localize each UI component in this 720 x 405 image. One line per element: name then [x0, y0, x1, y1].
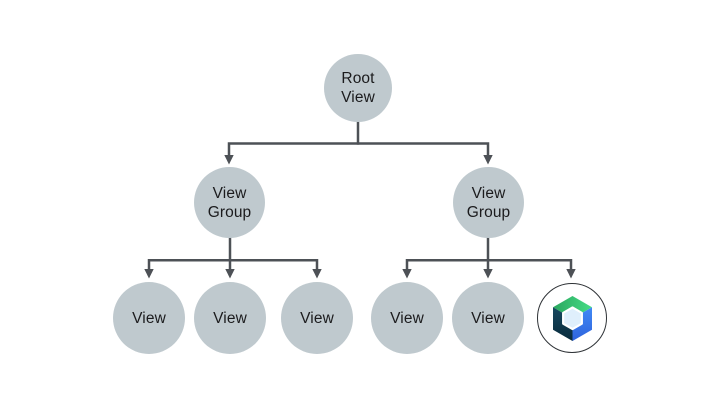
node-root-view: Root View [324, 54, 392, 122]
edge-branch-level2 [227, 142, 490, 156]
node-label: View [390, 309, 424, 327]
edge-branch-right [405, 259, 573, 270]
node-view-group-left: View Group [194, 167, 265, 238]
node-label: View [213, 309, 247, 327]
arrowhead [402, 269, 412, 279]
node-compose [537, 283, 607, 353]
arrowhead [224, 155, 234, 165]
node-label: View [132, 309, 166, 327]
arrowhead [144, 269, 154, 279]
node-label: View Group [466, 184, 511, 221]
node-label: View Group [207, 184, 252, 221]
node-view-right-1: View [371, 282, 443, 354]
node-view-group-right: View Group [453, 167, 524, 238]
arrowhead [483, 269, 493, 279]
node-view-left-3: View [281, 282, 353, 354]
node-view-left-1: View [113, 282, 185, 354]
jetpack-compose-icon [552, 295, 592, 341]
node-label: View [471, 309, 505, 327]
node-view-left-2: View [194, 282, 266, 354]
node-view-right-2: View [452, 282, 524, 354]
node-label: Root View [341, 70, 375, 106]
arrowhead [483, 155, 493, 165]
arrowhead [225, 269, 235, 279]
arrowhead [312, 269, 322, 279]
edge-branch-left [147, 259, 319, 270]
node-label: View [300, 309, 334, 327]
arrowhead [566, 269, 576, 279]
